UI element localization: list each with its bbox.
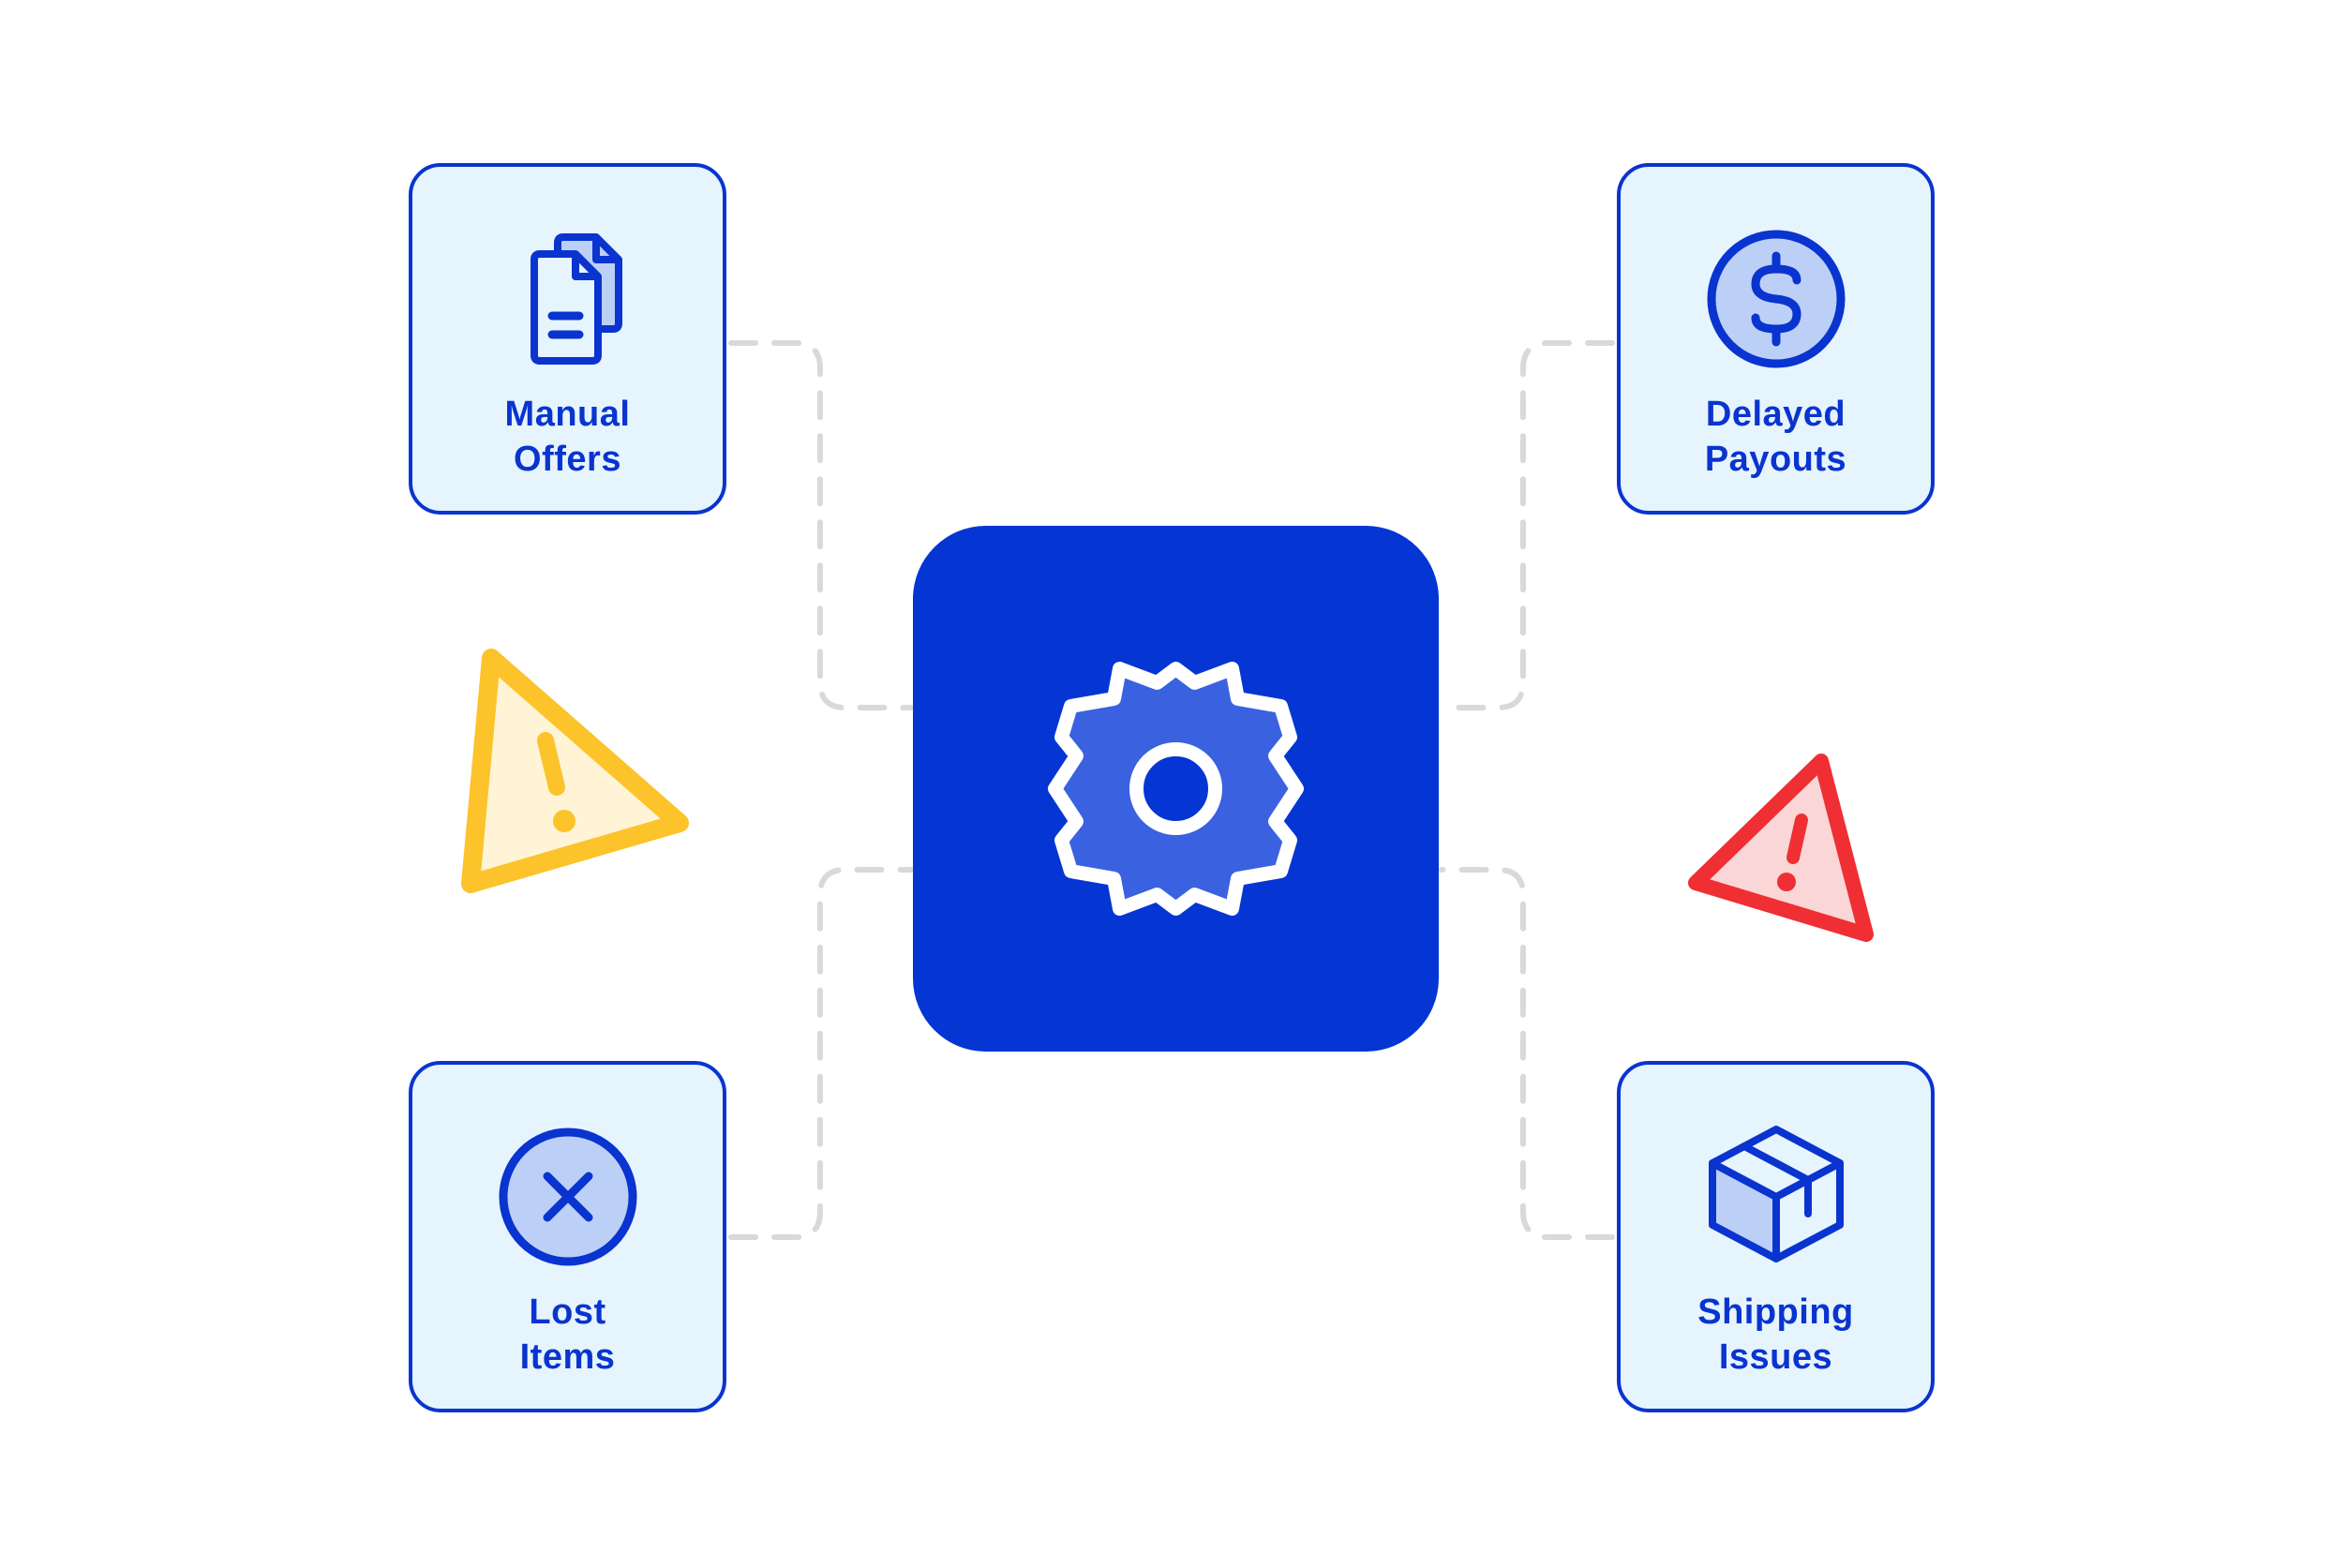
card-manual-offers: Manual Offers	[409, 163, 726, 515]
connector-manual-offers	[728, 340, 914, 710]
central-hub	[913, 526, 1439, 1052]
card-shipping-issues: Shipping Issues	[1617, 1061, 1935, 1412]
card-label: Shipping Issues	[1697, 1292, 1854, 1377]
card-delayed-payouts: Delayed Payouts	[1617, 163, 1935, 515]
connector-lost-items	[728, 867, 914, 1240]
warning-triangle-icon	[1688, 754, 1874, 942]
documents-icon	[530, 233, 622, 365]
package-box-icon	[1708, 1126, 1844, 1262]
card-label: Delayed Payouts	[1704, 395, 1847, 479]
dollar-coin-icon	[1707, 230, 1845, 368]
connector-delayed-payouts	[1439, 340, 1615, 710]
card-label: Manual Offers	[504, 395, 631, 479]
card-lost-items: Lost Items	[409, 1061, 726, 1412]
gear-icon	[1048, 662, 1304, 916]
warning-triangle-icon	[461, 649, 689, 893]
connector-shipping-issues	[1439, 867, 1615, 1240]
x-circle-icon	[499, 1127, 636, 1266]
card-label: Lost Items	[519, 1292, 616, 1377]
